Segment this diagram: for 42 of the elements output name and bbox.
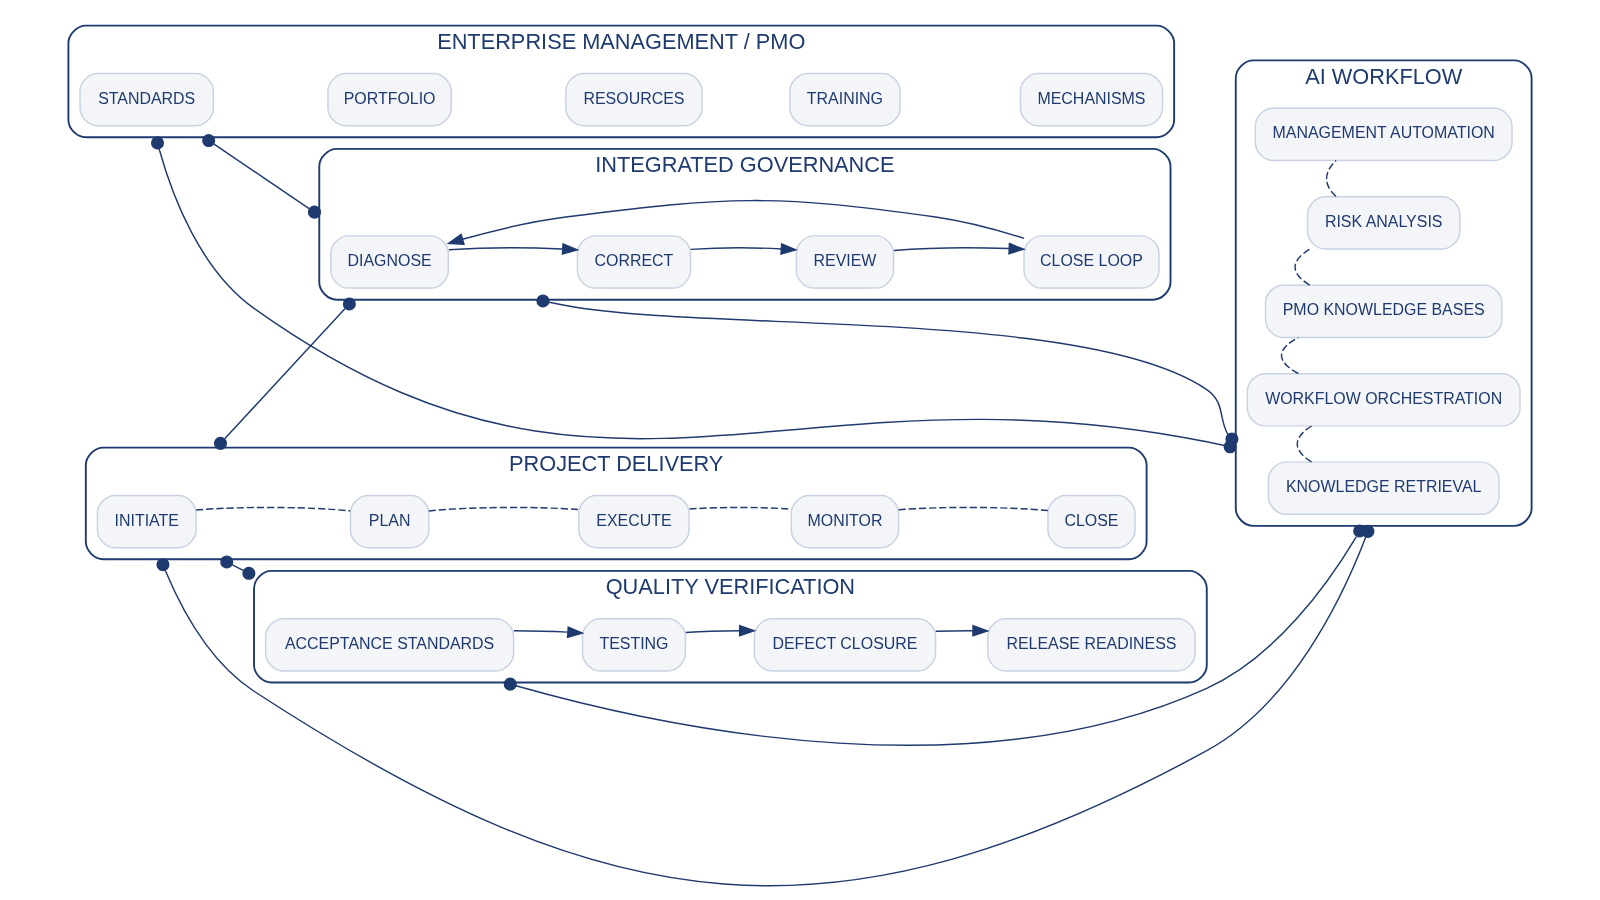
connector [195,506,351,512]
node-box: RISK ANALYSIS [1306,196,1461,250]
connector [1296,425,1313,463]
node-box: CORRECT [576,235,692,289]
connector [1280,336,1300,375]
arrow [689,242,798,255]
arrow [685,624,757,637]
connector [202,134,321,219]
connector [220,555,256,580]
connector [213,297,356,450]
node-box: MANAGEMENT AUTOMATION [1254,107,1513,162]
arrow [446,199,1025,245]
node-box: ACCEPTANCE STANDARDS [264,618,515,672]
node-box: TRAINING [789,72,901,127]
node-box: TESTING [581,618,687,672]
connector [428,506,580,512]
node-box: CLOSE LOOP [1023,235,1160,289]
node-box: INITIATE [96,494,197,549]
node-box: MECHANISMS [1019,72,1164,127]
connector [1294,248,1311,286]
node-box: WORKFLOW ORCHESTRATION [1246,372,1521,427]
arrow [935,624,990,637]
node-box: MONITOR [790,494,900,549]
arrow [448,242,580,256]
node-box: PMO KNOWLEDGE BASES [1264,284,1503,339]
node-box: PORTFOLIO [327,72,452,127]
node-box: CLOSE [1047,494,1136,549]
node-box: RESOURCES [565,72,703,127]
node-box: DIAGNOSE [330,235,450,289]
node-box: REVIEW [795,235,895,289]
arrow [513,626,585,639]
connector [536,294,1239,446]
connector [1325,159,1337,198]
arrow [893,242,1026,255]
node-box: RELEASE READINESS [987,618,1196,672]
connector [503,524,1367,746]
node-box: STANDARDS [79,72,215,127]
node-box: PLAN [349,494,430,549]
node-box: EXECUTE [578,494,690,549]
node-box: KNOWLEDGE RETRIEVAL [1267,461,1500,516]
connector [897,506,1049,512]
node-box: DEFECT CLOSURE [753,618,937,672]
